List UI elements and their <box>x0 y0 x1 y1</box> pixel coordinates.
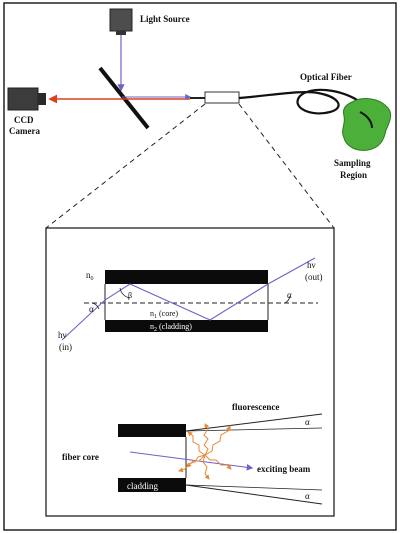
beam-splitter-icon <box>98 66 150 130</box>
n0-label: n0 <box>86 270 94 282</box>
fiber-cross-section <box>84 270 318 332</box>
light-source-icon <box>109 8 133 35</box>
zoom-line-left <box>45 103 206 229</box>
hv-out-line1: hν <box>307 260 316 270</box>
outer-frame <box>3 2 397 531</box>
sampling-region-blob <box>342 98 392 151</box>
optical-fiber-label: Optical Fiber <box>300 72 352 82</box>
alpha-top-cone-label: α <box>305 417 310 427</box>
sampling-label-line1: Sampling <box>334 158 371 168</box>
fiber-end-diagram <box>118 413 323 505</box>
hv-in-line2: (in) <box>59 342 72 352</box>
n1-label: n1 (core) <box>150 309 178 320</box>
n2-label: n2 (cladding) <box>150 322 192 333</box>
fiber-coupler <box>204 91 240 104</box>
fluorescence-rays <box>178 423 232 480</box>
ccd-camera-icon <box>7 87 46 111</box>
beta-label: β <box>128 291 132 300</box>
alpha-bottom-cone-label: α <box>305 491 310 501</box>
fiber-core-label: fiber core <box>62 452 99 462</box>
fluorescence-label: fluorescence <box>232 402 279 412</box>
sampling-label-line2: Region <box>340 170 367 180</box>
exciting-beam-label: exciting beam <box>257 464 311 474</box>
cladding-label: cladding <box>127 481 158 491</box>
ccd-label-line2: Camera <box>9 126 40 136</box>
hv-in-line1: hν <box>58 330 67 340</box>
light-source-label: Light Source <box>140 14 190 24</box>
hv-out-line2: (out) <box>305 272 323 282</box>
alpha-out-label: α <box>287 290 292 300</box>
zoom-line-right <box>238 103 335 229</box>
alpha-in-label: α <box>89 304 94 314</box>
ccd-label-line1: CCD <box>14 115 34 125</box>
